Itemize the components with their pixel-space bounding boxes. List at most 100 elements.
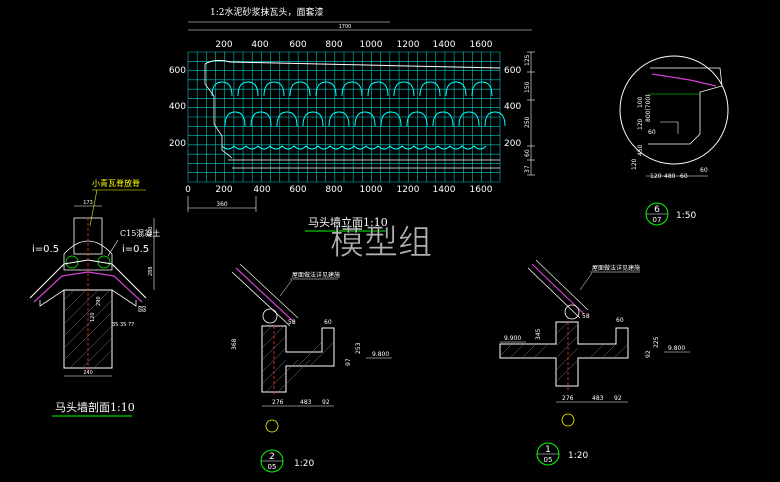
dimension-label: 483 [592, 395, 604, 402]
dimension-label: 60 [680, 173, 688, 180]
marker-sheet: 05 [268, 463, 277, 471]
level-label: 9.800 [668, 345, 685, 352]
dimension-label: 100 [637, 96, 644, 108]
section-left-view: 小青瓦脊放脊 i=0.5 i=0.5 C15混凝土 173 173 [29, 178, 160, 417]
x-tick: 400 [253, 185, 270, 195]
dimension-label: 368 [231, 338, 238, 350]
detail-1-marker: 1 05 [536, 442, 560, 466]
dimension-label: 483 [300, 399, 312, 406]
dimension-label: 92 [614, 395, 622, 402]
elevation-view: 1:2水泥砂浆抹瓦头，面套漆 1700 200 400 600 800 1000… [169, 6, 535, 232]
level-label: 9.800 [372, 351, 389, 358]
x-tick: 800 [325, 185, 342, 195]
y-tick: 200 [504, 139, 521, 149]
dimension-label: 480 [664, 173, 676, 180]
grid-axis-marker [265, 419, 279, 433]
gable-outline [204, 64, 233, 159]
x-tick: 1200 [397, 185, 420, 195]
dimension-label: 150 [524, 81, 531, 93]
ridge-line [204, 59, 501, 69]
dimension-label: 250 [524, 116, 531, 128]
x-tick: 1400 [433, 40, 456, 50]
x-tick: 400 [251, 40, 268, 50]
dimension-label: 120 [637, 118, 644, 130]
elevation-y-ticks-left: 600 400 200 [169, 66, 186, 149]
x-tick: 600 [289, 40, 306, 50]
elevation-caption: 马头墙立面1:10 [308, 215, 388, 229]
marker-number: 6 [654, 205, 660, 215]
dimension-label: 97 [345, 358, 352, 366]
x-tick: 1400 [433, 185, 456, 195]
dimension-label: 800(700) [645, 94, 652, 122]
dimension-label: 60 [700, 167, 708, 174]
detail-callout-circle [619, 55, 729, 165]
x-tick: 1000 [360, 40, 383, 50]
dimension-label: 60 [616, 317, 624, 324]
dimension-label: 290 [96, 296, 102, 306]
tile-layer [33, 271, 143, 303]
x-tick: 200 [215, 185, 232, 195]
dimension-label: 125 [524, 54, 531, 66]
dimension-label: 92 [322, 399, 330, 406]
ridge-cap [63, 240, 113, 271]
x-tick: 1600 [470, 40, 493, 50]
elevation-right-dimensions: 125 150 250 60 37 [524, 51, 535, 176]
x-tick: 1600 [470, 185, 493, 195]
dimension-label: 60 [324, 319, 332, 326]
dimension-label: 345 [535, 328, 542, 340]
elevation-y-ticks-right: 600 400 200 [504, 66, 521, 149]
y-tick: 400 [169, 102, 186, 112]
marker-number: 2 [269, 452, 275, 462]
detail-scale: 1:20 [568, 451, 588, 461]
dimension-label: 253 [355, 342, 362, 354]
roof-tile-row [224, 111, 506, 127]
x-tick: 800 [325, 40, 342, 50]
detail-scale: 1:50 [676, 211, 696, 221]
dimension-label: 60 [648, 129, 656, 136]
dimension-label: 58 [582, 313, 590, 320]
level-label: 9.900 [504, 335, 521, 342]
y-tick: 200 [169, 139, 186, 149]
dimension-label: 120 [650, 173, 662, 180]
dimension-label: 173 [83, 200, 93, 206]
x-tick: 600 [289, 185, 306, 195]
watermark-text: 模型组 [330, 223, 432, 263]
wall-section [499, 321, 629, 387]
dimension-label: 173 [148, 226, 154, 236]
callout-concrete: C15混凝土 [120, 228, 160, 238]
dimension-label: 276 [562, 395, 574, 402]
elevation-x-ticks-top: 200 400 600 800 1000 1200 1400 1600 [215, 40, 492, 50]
section-left-caption: 马头墙剖面1:10 [55, 400, 135, 414]
detail-2-marker: 2 05 [260, 449, 284, 473]
eave-wave-line [221, 145, 487, 150]
roof-tile-row [211, 81, 493, 97]
top-dimension-label: 1700 [339, 24, 352, 30]
dimension-label: 120 [90, 312, 96, 322]
dimension-label: 37 [524, 165, 531, 173]
section-left-dimensions: 173 173 288 120 290 35 35 77 240 69 60 [64, 200, 155, 377]
x-tick: 1200 [397, 40, 420, 50]
elevation-bottom-dimension: 360 [187, 196, 257, 212]
dimension-label: 35 [112, 322, 118, 328]
detail-scale: 1:20 [294, 459, 314, 469]
y-tick: 400 [504, 102, 521, 112]
detail-6-view: 120 480 60 120 60 120 60 100 800(700) 45… [619, 55, 729, 226]
detail-1-view: 屋面做法详见建施 58 345 225 92 276 483 92 60 9.9… [499, 259, 690, 466]
elevation-title: 1:2水泥砂浆抹瓦头，面套漆 [210, 6, 324, 18]
x-tick: 200 [215, 40, 232, 50]
x-tick: 0 [185, 185, 191, 195]
detail-2-callout: 屋面做法详见建施 [292, 271, 340, 279]
marker-number: 1 [545, 445, 551, 455]
marker-sheet: 07 [653, 216, 662, 224]
callout-ridge: 小青瓦脊放脊 [92, 178, 140, 188]
dimension-label: 360 [216, 201, 228, 208]
elevation-roof-tiles [204, 59, 506, 169]
elevation-x-ticks-bottom: 0 200 400 600 800 1000 1200 1400 1600 [185, 185, 493, 195]
dimension-label: 92 [645, 350, 652, 358]
marker-sheet: 05 [544, 456, 553, 464]
dimension-label: 69 [138, 306, 144, 312]
y-tick: 600 [504, 66, 521, 76]
dimension-label: 288 [148, 266, 154, 276]
dimension-label: 450 [637, 144, 644, 156]
dimension-label: 60 [524, 149, 531, 157]
